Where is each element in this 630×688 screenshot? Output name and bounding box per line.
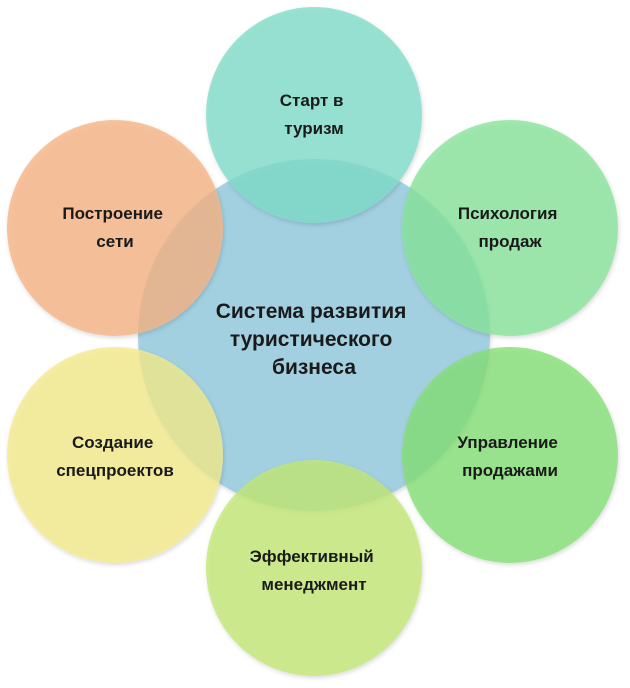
node-label-line: менеджмент [261,575,366,594]
node-label-line: Эффективный [250,547,374,566]
node-circle-spec [7,347,223,563]
node-label-line: туризм [284,119,343,138]
node-circle-network [7,120,223,336]
node-label-line: Построение [62,204,163,223]
node-label-line: Создание [72,433,153,452]
node-label-start: Старт в туризм [280,91,348,138]
node-label-mgmt: Эффективный менеджмент [250,547,379,594]
node-circle-start [206,7,422,223]
center-label-line: туристического [230,328,392,351]
center-circle [138,159,490,511]
node-label-spec: Создание спецпроектов [56,433,174,480]
node-label-line: Психология [458,204,558,223]
node-label-network: Построение сети [62,204,167,251]
node-label-line: сети [96,232,133,251]
node-label-line: спецпроектов [56,461,174,480]
center-label-line: бизнеса [272,356,356,379]
node-label-line: продаж [478,232,542,251]
node-circle-mgmt [206,460,422,676]
node-label-sales: Управление продажами [457,433,562,480]
node-circle-psych [402,120,618,336]
center-label-line: Система развития [216,300,407,323]
center-label: Система развития туристического бизнеса [216,300,413,379]
node-label-line: продажами [462,461,558,480]
node-label-line: Старт в [280,91,344,110]
node-label-line: Управление [457,433,557,452]
node-circle-sales [402,347,618,563]
node-label-psych: Психология продаж [458,204,562,251]
